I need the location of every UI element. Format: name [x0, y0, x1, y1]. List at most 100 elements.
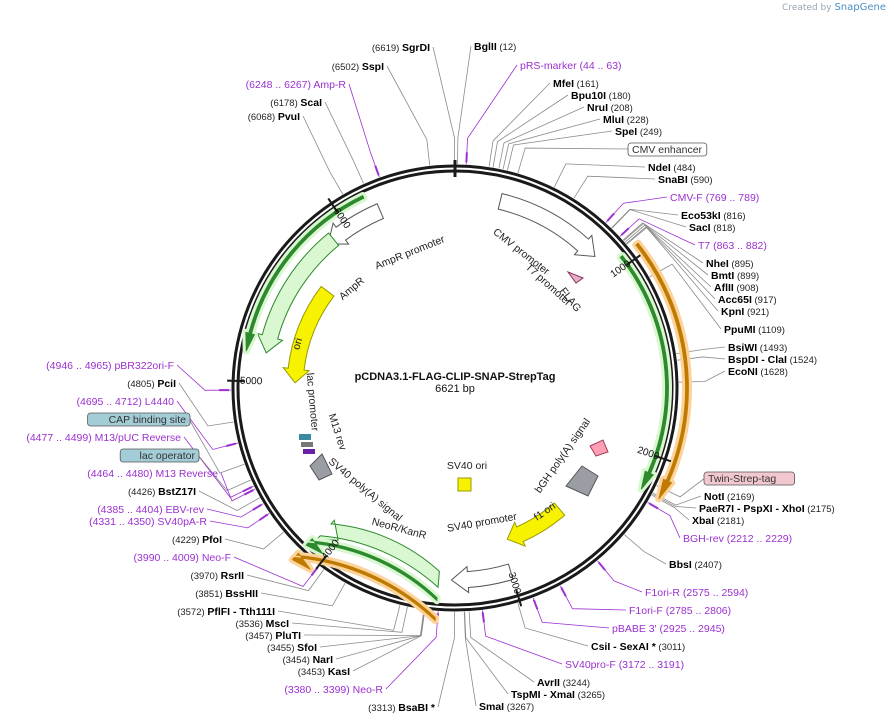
enzyme-name: BssHII — [225, 588, 258, 600]
enzyme-label-bsiwi[interactable]: BsiWI (1493) — [728, 342, 787, 354]
enzyme-label-scai[interactable]: (6178) ScaI — [270, 97, 322, 109]
enzyme-label-nari[interactable]: (3454) NarI — [282, 654, 333, 666]
leader-line — [611, 209, 687, 229]
leader-line — [559, 585, 627, 611]
enzyme-label-ndei[interactable]: NdeI (484) — [648, 162, 696, 174]
primer-label-4464-4480-m13-reverse[interactable]: (4464 .. 4480) M13 Reverse — [87, 468, 218, 480]
feature-arc-ori[interactable] — [282, 285, 335, 384]
enzyme-label-snabi[interactable]: SnaBI (590) — [658, 174, 713, 186]
feature-arc-ampr[interactable] — [256, 232, 340, 354]
primer-label-f1ori-r-2575-2594[interactable]: F1ori-R (2575 .. 2594) — [645, 587, 748, 599]
primer-label-3990-4009-neo-f[interactable]: (3990 .. 4009) Neo-F — [134, 552, 231, 564]
twin-strep-block — [589, 439, 609, 457]
primer-label-4331-4350-sv40pa-r[interactable]: (4331 .. 4350) SV40pA-R — [89, 516, 207, 528]
primer-label-4695-4712-l4440[interactable]: (4695 .. 4712) L4440 — [77, 396, 175, 408]
primer-label-prs-marker-44-63[interactable]: pRS-marker (44 .. 63) — [520, 60, 622, 72]
primer-label-4385-4404-ebv-rev[interactable]: (4385 .. 4404) EBV-rev — [97, 504, 205, 516]
leader-line — [198, 490, 260, 511]
enzyme-label-saci[interactable]: SacI (818) — [689, 222, 735, 234]
enzyme-label-kpni[interactable]: KpnI (921) — [721, 306, 769, 318]
plasmid-name: pCDNA3.1-FLAG-CLIP-SNAP-StrepTag — [355, 371, 556, 383]
enzyme-label-aflii[interactable]: AflII (908) — [714, 282, 759, 294]
primer-label-6248-6267-amp-r[interactable]: (6248 .. 6267) Amp-R — [246, 79, 347, 91]
enzyme-label-econi[interactable]: EcoNI (1628) — [728, 366, 788, 378]
feature-box — [627, 142, 708, 157]
feature-arc-orf-5[interactable] — [619, 254, 669, 490]
enzyme-label-sfoi[interactable]: (3455) SfoI — [267, 642, 317, 654]
enzyme-label-bmti[interactable]: BmtI (899) — [711, 270, 759, 282]
tick-mark — [227, 379, 245, 383]
primer-label-sv40pro-f-3172-3191[interactable]: SV40pro-F (3172 .. 3191) — [565, 659, 684, 671]
feature-label-sv40-ori: SV40 ori — [447, 460, 487, 472]
enzyme-label-bsabi[interactable]: (3313) BsaBI * — [368, 702, 436, 714]
enzyme-label-tspmi-xmai[interactable]: TspMI - XmaI (3265) — [511, 689, 605, 701]
enzyme-position: (3851) — [195, 589, 225, 600]
primer-label-bgh-rev-2212-2229[interactable]: BGH-rev (2212 .. 2229) — [683, 533, 792, 545]
enzyme-label-bstz17i[interactable]: (4426) BstZ17I — [128, 486, 196, 498]
feature-arc-orf-6[interactable] — [635, 242, 689, 500]
enzyme-label-bpu10i[interactable]: Bpu10I (180) — [571, 90, 631, 102]
feature-arc-cmv-promoter[interactable] — [497, 192, 596, 258]
enzyme-label-eco53ki[interactable]: Eco53kI (816) — [681, 210, 746, 222]
primer-label-t7-863-882[interactable]: T7 (863 .. 882) — [698, 240, 767, 252]
enzyme-label-xbai[interactable]: XbaI (2181) — [692, 515, 744, 527]
primer-label-3380-3399-neo-r[interactable]: (3380 .. 3399) Neo-R — [284, 684, 383, 696]
enzyme-label-bsshii[interactable]: (3851) BssHII — [195, 588, 258, 600]
feature-arc-orf-11[interactable] — [291, 552, 436, 622]
enzyme-label-smai[interactable]: SmaI (3267) — [479, 701, 534, 713]
snapgene-logo: SnapGene — [834, 2, 886, 13]
enzyme-label-avrii[interactable]: AvrII (3244) — [537, 677, 590, 689]
enzyme-label-ppumi[interactable]: PpuMI (1109) — [724, 324, 785, 336]
enzyme-label-bglii[interactable]: BglII (12) — [474, 41, 516, 53]
enzyme-name: SspI — [362, 61, 384, 73]
enzyme-label-pvui[interactable]: (6068) PvuI — [248, 111, 300, 123]
primer-site-mark — [532, 599, 539, 610]
primer-label-pbabe-3-2925-2945[interactable]: pBABE 3' (2925 .. 2945) — [612, 623, 725, 635]
enzyme-label-acc65i[interactable]: Acc65I (917) — [718, 294, 777, 306]
enzyme-label-pfoi[interactable]: (4229) PfoI — [172, 534, 222, 546]
primer-label-f1ori-f-2785-2806[interactable]: F1ori-F (2785 .. 2806) — [629, 605, 731, 617]
feature-box-label-twin-strep-tag[interactable]: Twin-Strep-tag — [708, 473, 776, 485]
leader-line — [625, 226, 716, 300]
feature-box-label-lac-operator[interactable]: lac operator — [140, 450, 196, 462]
enzyme-label-pluti[interactable]: (3457) PluTI — [245, 630, 301, 642]
tick-mark — [654, 454, 672, 463]
enzyme-position: (4805) — [127, 379, 157, 390]
feature-box-label-cap-binding-site[interactable]: CAP binding site — [109, 414, 187, 426]
enzyme-name: BmtI — [711, 270, 734, 282]
primer-label-4946-4965-pbr322ori-f[interactable]: (4946 .. 4965) pBR322ori-F — [46, 360, 174, 372]
feature-arc-sv40-promoter[interactable] — [450, 563, 514, 594]
enzyme-label-nhei[interactable]: NheI (895) — [706, 258, 754, 270]
enzyme-position: (818) — [711, 223, 736, 234]
feature-arc-orf-2[interactable] — [245, 194, 365, 352]
enzyme-label-spei[interactable]: SpeI (249) — [615, 126, 662, 138]
enzyme-position: (2181) — [714, 516, 744, 527]
enzyme-label-kasi[interactable]: (3453) KasI — [298, 666, 350, 678]
enzyme-name: KpnI — [721, 306, 744, 318]
enzyme-label-sspi[interactable]: (6502) SspI — [332, 61, 384, 73]
enzyme-label-pflfi-tth111i[interactable]: (3572) PflFI - Tth111I — [177, 606, 275, 618]
feature-arc-neor-kanr[interactable] — [315, 519, 440, 589]
primer-label-cmv-f-769-789[interactable]: CMV-F (769 .. 789) — [670, 192, 759, 204]
enzyme-label-mfei[interactable]: MfeI (161) — [553, 78, 599, 90]
enzyme-name: RsrII — [221, 570, 244, 582]
enzyme-label-msci[interactable]: (3536) MscI — [236, 618, 290, 630]
enzyme-label-nrui[interactable]: NruI (208) — [587, 102, 633, 114]
feature-arc-f1-ori[interactable] — [506, 502, 566, 547]
enzyme-label-pcii[interactable]: (4805) PciI — [127, 378, 176, 390]
feature-label-cmv-promoter: CMV promoter — [491, 226, 553, 278]
enzyme-label-noti[interactable]: NotI (2169) — [704, 491, 755, 503]
enzyme-label-sgrdi[interactable]: (6619) SgrDI — [372, 42, 430, 54]
primer-site-mark — [242, 486, 253, 493]
enzyme-label-bspdi-clai[interactable]: BspDI - ClaI (1524) — [728, 354, 817, 366]
feature-box — [703, 471, 795, 486]
enzyme-label-bbsi[interactable]: BbsI (2407) — [669, 559, 722, 571]
enzyme-label-rsrii[interactable]: (3970) RsrII — [191, 570, 245, 582]
feature-box-label-cmv-enhancer[interactable]: CMV enhancer — [632, 144, 703, 156]
enzyme-label-mlui[interactable]: MluI (228) — [603, 114, 649, 126]
primer-site-mark — [374, 165, 380, 176]
feature-arc-orf-10[interactable] — [305, 537, 438, 602]
primer-label-4477-4499-m13-puc-reverse[interactable]: (4477 .. 4499) M13/pUC Reverse — [26, 432, 181, 444]
enzyme-label-csii-sexai[interactable]: CsiI - SexAI * (3011) — [591, 641, 685, 653]
enzyme-label-paer7i-pspxi-xhoi[interactable]: PaeR7I - PspXI - XhoI (2175) — [699, 503, 835, 515]
